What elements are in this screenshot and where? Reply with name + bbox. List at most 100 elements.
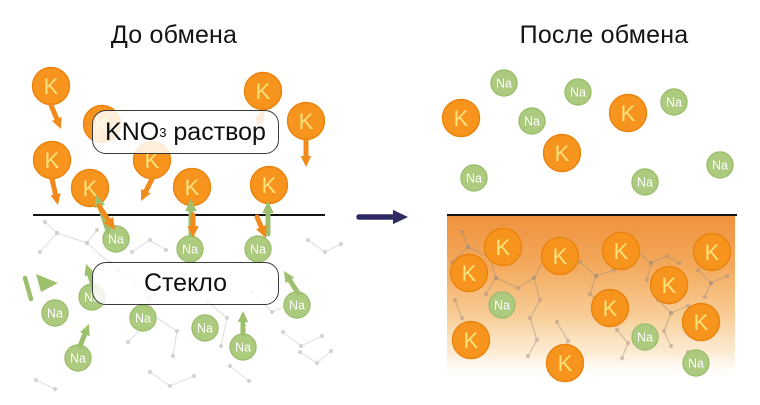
svg-text:K: K [614, 239, 629, 264]
svg-text:K: K [83, 176, 98, 201]
na-ion: Na [176, 235, 204, 263]
title-before-exchange: До обмена [110, 21, 238, 49]
svg-text:K: K [553, 244, 568, 269]
svg-text:Na: Na [108, 233, 124, 247]
na-ion: Na [631, 168, 659, 196]
na-ion: Na [191, 314, 219, 342]
glass-network-right [708, 273, 730, 286]
glass-network-right [648, 253, 682, 266]
na-ion: Na [229, 333, 257, 361]
glass-k-ion: K [692, 232, 732, 272]
k-ion: K [608, 93, 648, 133]
glass-word: Стекло [143, 269, 228, 297]
svg-text:K: K [44, 74, 59, 99]
glass-k-ion: K [681, 302, 721, 342]
label-glass: Стекло [92, 262, 279, 305]
svg-text:K: K [705, 240, 720, 265]
svg-text:Na: Na [637, 176, 653, 190]
k-ion: K [249, 165, 289, 205]
glass-k-ion: K [449, 253, 489, 293]
svg-text:K: K [558, 351, 573, 376]
svg-text:K: K [262, 173, 277, 198]
svg-text:Na: Na [524, 115, 540, 129]
na-up-arrow-icon [237, 311, 249, 337]
glass-network-left [147, 369, 197, 389]
svg-text:Na: Na [289, 299, 305, 313]
svg-text:Na: Na [466, 172, 482, 186]
svg-text:Na: Na [688, 357, 704, 371]
na-ion: Na [660, 88, 688, 116]
svg-text:K: K [621, 101, 636, 126]
k-ion: K [441, 98, 481, 138]
k-ion: K [70, 168, 110, 208]
svg-text:Na: Na [135, 312, 151, 326]
na-ion: Na [460, 164, 488, 192]
glass-k-ion: K [601, 231, 641, 271]
glass-network-left [280, 329, 325, 349]
svg-text:K: K [45, 148, 60, 173]
title-after-exchange: После обмена [519, 21, 689, 49]
svg-text:Na: Na [496, 77, 512, 91]
glass-na-ion: Na [631, 323, 659, 351]
svg-text:Na: Na [47, 307, 63, 321]
glass-network-left [227, 363, 252, 384]
svg-text:Na: Na [197, 322, 213, 336]
glass-network-right [668, 303, 691, 316]
na-ion: Na [564, 78, 592, 106]
svg-text:K: K [496, 235, 511, 260]
glass-k-ion: K [649, 265, 689, 305]
svg-text:K: K [603, 296, 618, 321]
k-down-arrow-icon [300, 137, 312, 167]
svg-text:Na: Na [182, 243, 198, 257]
solution-word: раствор [166, 117, 266, 146]
svg-text:K: K [462, 261, 477, 286]
glass-network-left [129, 237, 169, 255]
k-ion: K [31, 66, 71, 106]
svg-text:K: K [662, 273, 677, 298]
k-ion: K [32, 140, 72, 180]
kno3-subscript: 3 [159, 124, 167, 140]
exchange-down-arrow-icon [187, 212, 199, 238]
glass-k-ion: K [483, 227, 523, 267]
na-up-arrow-icon [284, 271, 301, 296]
na-ion: Na [129, 304, 157, 332]
svg-text:K: K [694, 310, 709, 335]
glass-k-ion: K [590, 288, 630, 328]
na-ion: Na [518, 107, 546, 135]
na-ion: Na [706, 151, 734, 179]
k-down-arrow-icon [141, 176, 155, 201]
svg-text:K: K [555, 141, 570, 166]
glass-k-ion: K [540, 236, 580, 276]
svg-text:Na: Na [70, 352, 86, 366]
glass-na-ion: Na [488, 291, 516, 319]
svg-text:Na: Na [637, 331, 653, 345]
glass-network-left [297, 348, 334, 366]
transition-arrow-icon [356, 209, 408, 225]
k-ion: K [243, 71, 283, 111]
svg-text:K: K [145, 148, 160, 173]
k-down-arrow-icon [49, 176, 61, 205]
green-slash-icon [22, 275, 34, 302]
na-ion: Na [64, 344, 92, 372]
glass-k-ion: K [545, 343, 585, 383]
k-down-arrow-icon [48, 102, 62, 129]
na-ion: Na [244, 235, 272, 263]
svg-text:K: K [464, 328, 479, 353]
green-triangle-icon [36, 274, 58, 292]
glass-network-left [33, 377, 58, 392]
na-up-arrow-icon [77, 324, 90, 349]
svg-text:Na: Na [235, 341, 251, 355]
glass-network-right [614, 327, 631, 361]
glass-network-left [84, 227, 100, 246]
svg-text:Na: Na [570, 86, 586, 100]
na-ion: Na [283, 291, 311, 319]
glass-network-right [525, 275, 543, 359]
svg-text:Na: Na [666, 96, 682, 110]
glass-na-ion: Na [682, 349, 710, 377]
glass-network-right [452, 297, 465, 321]
svg-text:Na: Na [494, 299, 510, 313]
k-ion: K [172, 167, 212, 207]
glass-network-left [42, 219, 60, 236]
